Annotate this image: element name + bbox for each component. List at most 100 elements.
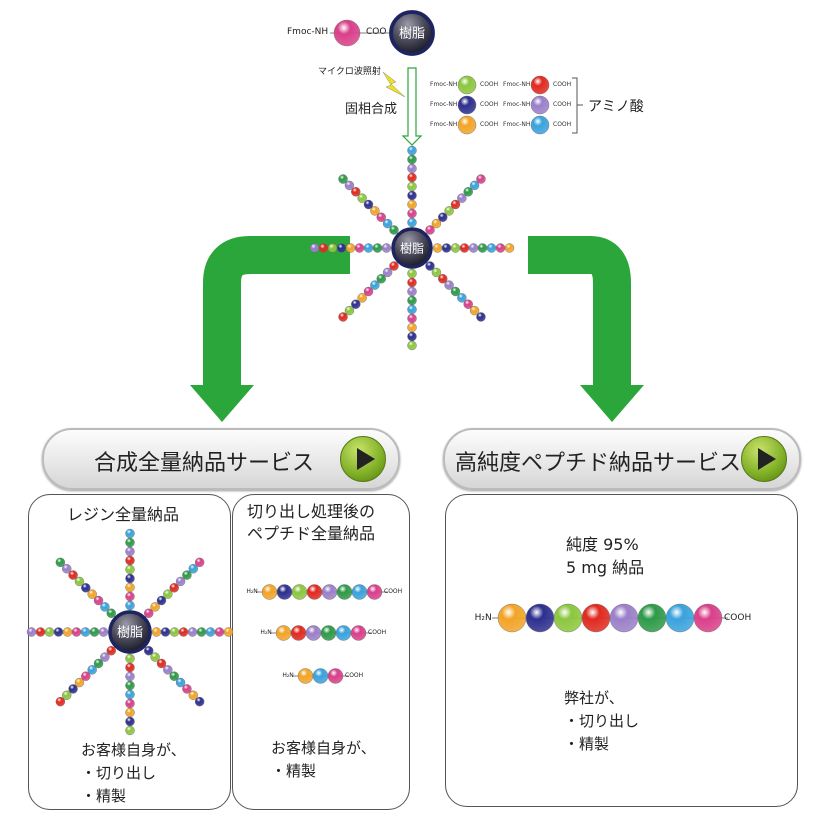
c-terminus-label: COOH [368, 629, 387, 637]
bond-line [344, 180, 399, 235]
amino-acid-bead [407, 295, 417, 306]
amino-acid-bead [407, 340, 417, 351]
purity-text: 純度 95% 5 mg 納品 [566, 533, 644, 579]
amino-acid-bead [344, 305, 355, 316]
amino-acid-bead [407, 199, 417, 210]
amino-acid-bead [438, 274, 448, 284]
amino-acid-bead [457, 193, 467, 203]
amino-acid-label: アミノ酸 [588, 99, 644, 115]
high-purity-box: 純度 95% 5 mg 納品 弊社が、 ・切り出し ・精製 [445, 494, 798, 807]
title-line: ペプチド全量納品 [247, 524, 376, 543]
purity-line: 純度 95% [566, 535, 639, 554]
amino-acid-c-label: COOH [553, 101, 572, 108]
resin-label: 樹脂 [400, 240, 424, 255]
amino-acid-bead [351, 299, 361, 309]
amino-acid-bead [382, 218, 393, 229]
cleaved-peptide-box: 切り出し処理後の ペプチド全量納品 お客様自身が、 ・精製 [232, 494, 410, 810]
amino-acid-bead [463, 299, 473, 309]
amino-acid-bead [407, 145, 417, 156]
amino-acid-c-label: COOH [480, 81, 499, 88]
amino-acid-bead [344, 180, 355, 191]
amino-acid-c-label: COOH [553, 81, 572, 88]
note-line: ・切り出し [81, 764, 157, 782]
amino-acid-bead [476, 312, 486, 322]
synthesis-arrow [401, 67, 423, 146]
amino-acid-n-label: Fmoc-NH [503, 81, 531, 88]
amino-acid-bead [389, 225, 399, 235]
resin-delivery-box: レジン全量納品 お客様自身が、 ・切り出し ・精製 [28, 494, 231, 810]
amino-acid-bead [469, 180, 480, 191]
amino-acid-bead [431, 267, 442, 278]
bond-line [344, 261, 399, 316]
amino-acid-bead [407, 163, 417, 174]
high-purity-peptide-service-button[interactable]: 高純度ペプチド納品サービス [443, 428, 801, 490]
lightning-icon [382, 71, 406, 98]
amino-acid-bead [444, 280, 454, 290]
amino-acid-bead [407, 208, 417, 219]
n-terminus-label: H₂N [474, 612, 492, 623]
amino-acid-bead [407, 322, 417, 333]
amino-acid-c-label: COOH [553, 121, 572, 128]
amino-acid-bead [438, 212, 448, 222]
amino-acid-bead [376, 212, 386, 222]
amino-acid-bead [530, 95, 550, 115]
amino-acid-bead [407, 313, 417, 324]
amino-acid-bead [450, 286, 461, 297]
service-title: 高純度ペプチド納品サービス [455, 451, 742, 476]
note-text: お客様自身が、 ・切り出し ・精製 [81, 739, 186, 808]
amino-acid-bead [407, 304, 417, 315]
note-line: お客様自身が、 [81, 741, 186, 759]
amino-acid-bead [463, 187, 473, 197]
amino-acid-bead [363, 243, 374, 253]
amino-acid-bead [354, 243, 365, 253]
note-line: ・切り出し [564, 712, 640, 730]
amino-acid-bead [407, 154, 417, 165]
note-text: 弊社が、 ・切り出し ・精製 [564, 687, 639, 756]
service-title: 合成全量納品サービス [94, 451, 315, 476]
amino-acid-bead [407, 172, 417, 183]
c-terminus-label: COOH [384, 588, 403, 596]
amino-acid-bead [407, 190, 417, 201]
resin-label: 樹脂 [399, 27, 425, 42]
note-line: 弊社が、 [564, 689, 624, 707]
amino-acid-n-label: Fmoc-NH [430, 101, 458, 108]
box-title: 切り出し処理後の ペプチド全量納品 [247, 501, 375, 545]
synthesis-full-delivery-service-button[interactable]: 合成全量納品サービス [42, 428, 400, 490]
n-terminus-label: H₂N [246, 588, 258, 596]
amino-acid-bead [431, 218, 442, 229]
amino-acid-bead [370, 206, 380, 216]
amino-acid-bead [333, 19, 361, 47]
c-terminus-label: COOH [345, 672, 364, 680]
amino-acid-bead [327, 243, 338, 253]
amino-acid-bead [530, 115, 550, 135]
note-line: お客様自身が、 [271, 739, 376, 757]
amino-acid-bead [441, 243, 452, 253]
box-title: レジン全量納品 [67, 505, 180, 524]
microwave-label: マイクロ波照射 [318, 67, 381, 77]
amino-acid-bead [376, 274, 386, 284]
amino-acid-bead [469, 305, 480, 316]
amino-acid-bead [457, 95, 477, 115]
amino-acid-bead [309, 243, 320, 253]
n-terminus-label: H₂N [282, 672, 294, 680]
amino-acid-bead [351, 187, 361, 197]
play-icon[interactable] [741, 436, 787, 482]
amino-acid-bead [486, 243, 497, 253]
amino-acid-bead [357, 193, 367, 203]
play-icon[interactable] [340, 436, 386, 482]
n-terminus-label: H₂N [260, 629, 272, 637]
amino-acid-bead [363, 199, 374, 210]
title-line: 切り出し処理後の [247, 502, 376, 521]
amino-acid-bead [457, 115, 477, 135]
amino-acid-bead [504, 243, 515, 253]
right-branch-arrow [528, 236, 644, 422]
note-line: ・精製 [271, 762, 317, 780]
amino-acid-bead [407, 181, 417, 192]
amino-acid-bead [407, 331, 417, 342]
amino-acid-bead [425, 261, 435, 271]
amino-acid-bead [530, 75, 550, 95]
amino-acid-bead [407, 277, 417, 288]
c-terminus-label: COOH [724, 612, 752, 623]
amino-acid-bead [363, 286, 374, 297]
amino-acid-c-label: COOH [480, 121, 499, 128]
